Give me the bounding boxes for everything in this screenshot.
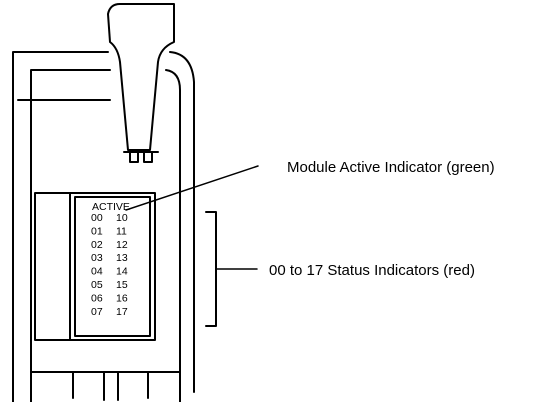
status-indicator-11: 11 xyxy=(116,225,127,237)
status-indicator-14: 14 xyxy=(116,266,128,278)
status-indicator-02: 02 xyxy=(91,239,103,251)
handle-pin xyxy=(143,151,153,163)
status-indicator-03: 03 xyxy=(91,252,103,264)
status-indicator-01: 01 xyxy=(91,225,103,237)
active-indicator-callout: Module Active Indicator (green) xyxy=(287,159,495,176)
status-indicator-16: 16 xyxy=(116,292,128,304)
module-inner-wall xyxy=(30,69,111,393)
status-indicator-00: 00 xyxy=(91,212,103,224)
status-indicator-callout: 00 to 17 Status Indicators (red) xyxy=(269,262,475,279)
status-indicator-04: 04 xyxy=(91,266,103,278)
status-indicator-05: 05 xyxy=(91,279,103,291)
indicator-window xyxy=(74,196,151,337)
module-housing-outline xyxy=(12,51,195,393)
handle-pin xyxy=(129,151,139,163)
status-indicator-13: 13 xyxy=(116,252,128,264)
module-inner-wall-right xyxy=(30,69,181,373)
status-indicator-07: 07 xyxy=(91,306,103,318)
active-indicator-label: ACTIVE xyxy=(92,201,130,213)
removal-handle[interactable] xyxy=(107,3,175,151)
status-bracket xyxy=(205,211,217,327)
status-indicator-17: 17 xyxy=(116,306,128,318)
status-indicator-12: 12 xyxy=(116,239,128,251)
status-indicator-15: 15 xyxy=(116,279,128,291)
active-leader-line xyxy=(125,165,259,211)
status-indicator-10: 10 xyxy=(116,212,128,224)
indicator-bezel xyxy=(34,192,156,341)
status-indicator-06: 06 xyxy=(91,292,103,304)
